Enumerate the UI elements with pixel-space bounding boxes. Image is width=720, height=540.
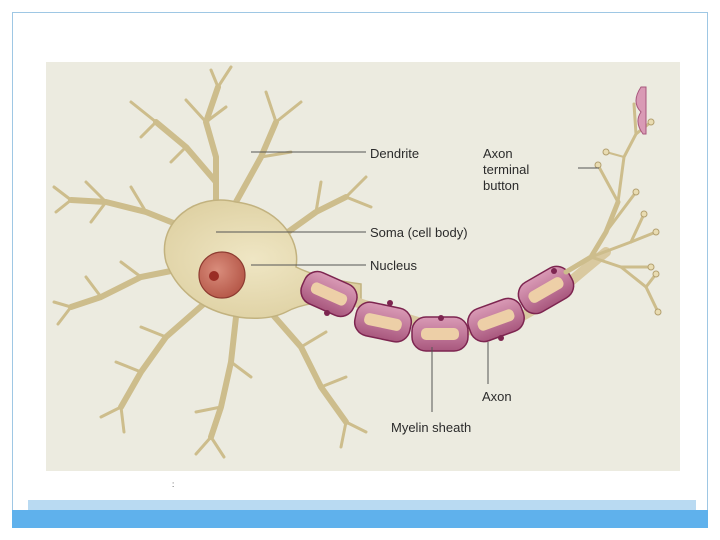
bottom-accent-bar <box>12 510 708 528</box>
label-nucleus: Nucleus <box>370 258 417 273</box>
neuron-diagram <box>52 65 662 459</box>
leader-lines <box>216 151 599 412</box>
neuron-figure-panel: Dendrite Soma (cell body) Nucleus Axon t… <box>46 62 680 471</box>
nucleolus <box>209 271 219 281</box>
label-myelin-sheath: Myelin sheath <box>391 420 472 435</box>
label-axon-terminal-line3: button <box>483 178 520 193</box>
dendrites <box>52 65 373 459</box>
footnote-mark: : <box>172 480 175 489</box>
label-dendrite: Dendrite <box>370 146 420 161</box>
axon-terminal-branches <box>563 102 660 314</box>
label-axon-terminal-line2: terminal <box>483 162 530 177</box>
nucleus <box>198 251 246 299</box>
myelin-sheath-segments <box>300 265 575 352</box>
label-soma: Soma (cell body) <box>370 225 468 240</box>
label-axon-terminal-line1: Axon <box>483 146 513 161</box>
label-axon: Axon <box>482 389 512 404</box>
target-cell <box>635 86 647 135</box>
terminal-buttons <box>594 118 662 316</box>
